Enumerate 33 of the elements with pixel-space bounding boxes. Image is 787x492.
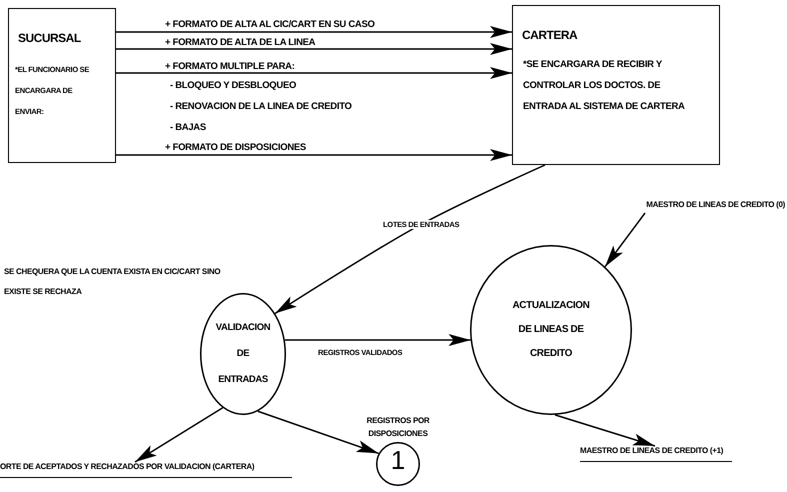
edge-label: + FORMATO DE ALTA DE LA LINEA <box>163 37 318 48</box>
connector-circle <box>376 442 420 486</box>
arrow <box>258 410 379 454</box>
data-store-label: MAESTRO DE LINEAS DE CREDITO (+1) <box>580 446 732 462</box>
arrow <box>116 26 512 38</box>
report-label: ORTE DE ACEPTADOS Y RECHAZADOS POR VALIDACION (CARTERA) <box>0 462 292 478</box>
process-circle <box>200 293 286 415</box>
node-note: SE CHEQUERA QUE LA CUENTA EXISTA EN CIC/CART SINO EXISTE SE RECHAZA <box>4 266 222 298</box>
arrow <box>116 43 512 55</box>
arrow <box>554 414 656 447</box>
process-name: VALIDACION DE ENTRADAS <box>214 321 272 387</box>
arrow <box>116 149 512 161</box>
list-item: - BLOQUEO Y DESBLOQUEO <box>168 80 298 91</box>
list-item: - BAJAS <box>168 122 208 133</box>
process-box <box>8 8 116 163</box>
arrow <box>134 407 224 463</box>
box-title: SUCURSAL <box>18 31 82 45</box>
process-name: ACTUALIZACION DE LINEAS DE CREDITO <box>511 299 590 361</box>
edge-label: + FORMATO DE DISPOSICIONES <box>163 142 308 153</box>
process-box <box>512 5 720 165</box>
arrow <box>274 164 546 314</box>
node-note: REGISTROS POR DISPOSICIONES <box>366 415 430 440</box>
arrow <box>604 212 646 268</box>
data-store-label: MAESTRO DE LINEAS DE CREDITO (0) <box>600 200 785 213</box>
edge-label: + FORMATO DE ALTA AL CIC/CART EN SU CASO <box>163 19 377 30</box>
arrow <box>284 334 471 346</box>
connector-number: 1 <box>390 448 406 472</box>
list-item: - RENOVACION DE LA LINEA DE CREDITO <box>168 101 354 112</box>
arrow <box>116 67 512 79</box>
process-circle <box>470 245 632 415</box>
edge-label: + FORMATO MULTIPLE PARA: <box>163 61 297 72</box>
box-title: CARTERA <box>522 28 578 42</box>
box-description: *SE ENCARGARA DE RECIBIR Y CONTROLAR LOS DOCTOS. DE ENTRADA AL SISTEMA DE CARTERA <box>523 58 686 114</box>
